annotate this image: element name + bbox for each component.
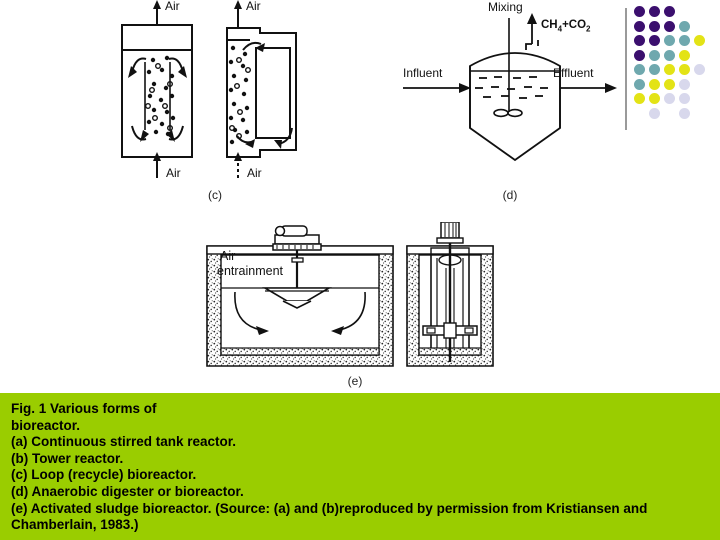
decorative-dot <box>649 78 660 90</box>
decorative-dot <box>679 35 690 46</box>
decorative-dot <box>679 107 690 119</box>
caption-text: Fig. 1 Various forms of bioreactor. (a) … <box>0 393 720 534</box>
decorative-dot <box>679 78 690 90</box>
decorative-dot <box>649 49 660 61</box>
decorative-dot <box>649 107 660 119</box>
decorative-dot <box>694 35 705 46</box>
decorative-dot-grid <box>634 6 710 126</box>
panel-label-d: (d) <box>502 188 518 202</box>
label-influent: Influent <box>403 66 443 80</box>
caption-band: Fig. 1 Various forms of bioreactor. (a) … <box>0 393 720 540</box>
decorative-dot <box>679 64 690 75</box>
label-air-entrainment-line1: Air <box>220 249 236 263</box>
decorative-dot <box>664 6 675 17</box>
bubbles-left-vessel <box>146 55 176 137</box>
panel-c-loop-bioreactor: Air Air Air Air (c) <box>110 0 320 215</box>
decorative-dot <box>664 64 675 75</box>
caption-line: (c) Loop (recycle) bioreactor. <box>11 467 197 483</box>
decorative-dot <box>649 6 660 17</box>
decorative-dot <box>634 35 645 46</box>
label-air-entrainment-line2: entrainment <box>217 264 284 278</box>
decorative-dot <box>649 93 660 104</box>
caption-line: Chamberlain, 1983.) <box>11 517 139 533</box>
caption-line: bioreactor. <box>11 417 81 433</box>
caption-line: (a) Continuous stirred tank reactor. <box>11 434 237 450</box>
decorative-dot <box>664 49 675 61</box>
vertical-divider <box>625 8 627 130</box>
decorative-dot <box>649 20 660 32</box>
decorative-dot <box>679 49 690 61</box>
label-gas-outlet: CH4+CO2 <box>541 19 591 34</box>
decorative-dot <box>634 6 645 17</box>
decorative-dot <box>694 64 705 75</box>
panel-label-c: (c) <box>208 188 222 202</box>
caption-line: Fig. 1 Various forms of <box>11 401 157 416</box>
liquid-dashes <box>475 76 548 99</box>
panel-d-drawing <box>403 13 617 162</box>
label-mixing: Mixing <box>488 0 523 14</box>
decorative-dot <box>649 64 660 75</box>
decorative-dot <box>634 49 645 61</box>
panel-d-anaerobic-digester: Mixing CH4+CO2 Influent Effluent (d) <box>395 0 625 215</box>
label-effluent: Effluent <box>553 66 594 80</box>
basin-side-view <box>206 225 394 367</box>
caption-line: (d) Anaerobic digester or bioreactor. <box>11 483 244 499</box>
panel-e-drawing <box>206 222 494 367</box>
label-air-outlet-right: Air <box>246 0 261 13</box>
decorative-dot <box>634 64 645 75</box>
decorative-dot <box>679 93 690 104</box>
panel-label-e: (e) <box>347 374 363 388</box>
decorative-dot <box>649 35 660 46</box>
caption-line: (e) Activated sludge bioreactor. (Source… <box>11 500 648 516</box>
bubbles-right-vessel-open <box>228 57 251 139</box>
decorative-dot <box>664 78 675 90</box>
bubbles-left-vessel-open <box>145 63 174 131</box>
panel-c-drawing <box>121 0 297 178</box>
decorative-dot <box>664 93 675 104</box>
decorative-dot <box>634 20 645 32</box>
decorative-dot <box>634 78 645 90</box>
panel-e-activated-sludge: Air entrainment (e) <box>195 222 515 392</box>
label-air-inlet-left: Air <box>166 166 181 180</box>
decorative-dot <box>664 20 675 32</box>
decorative-dot <box>664 35 675 46</box>
decorative-dot <box>679 20 690 32</box>
bubbles-right-vessel <box>228 45 250 145</box>
basin-cross-section <box>406 222 494 367</box>
caption-line: (b) Tower reactor. <box>11 450 124 466</box>
label-air-inlet-right: Air <box>247 166 262 180</box>
label-air-outlet-left: Air <box>165 0 180 13</box>
decorative-dot <box>634 93 645 104</box>
